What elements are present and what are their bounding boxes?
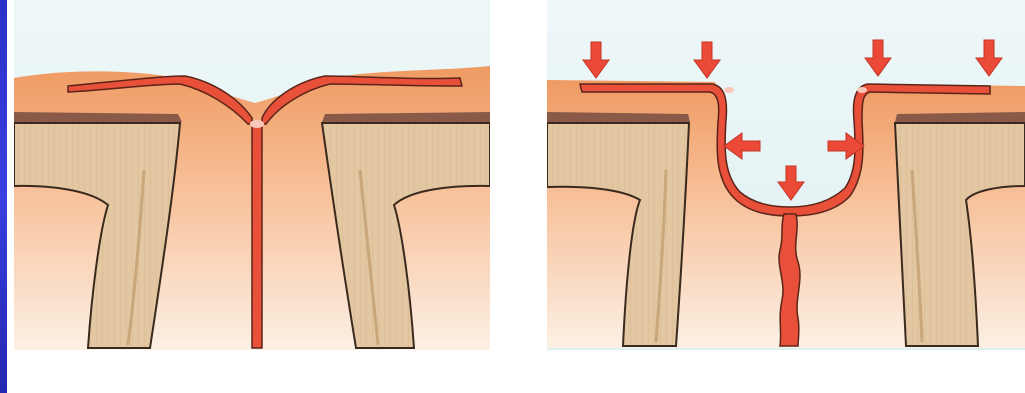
left-membrane-highlight <box>250 120 264 128</box>
right-panel-opened <box>547 0 1025 350</box>
left-panel-closed <box>14 0 490 350</box>
right-torn-strand <box>779 214 800 346</box>
right-membrane-highlight-r <box>857 87 867 93</box>
right-membrane-highlight-l <box>724 87 734 93</box>
